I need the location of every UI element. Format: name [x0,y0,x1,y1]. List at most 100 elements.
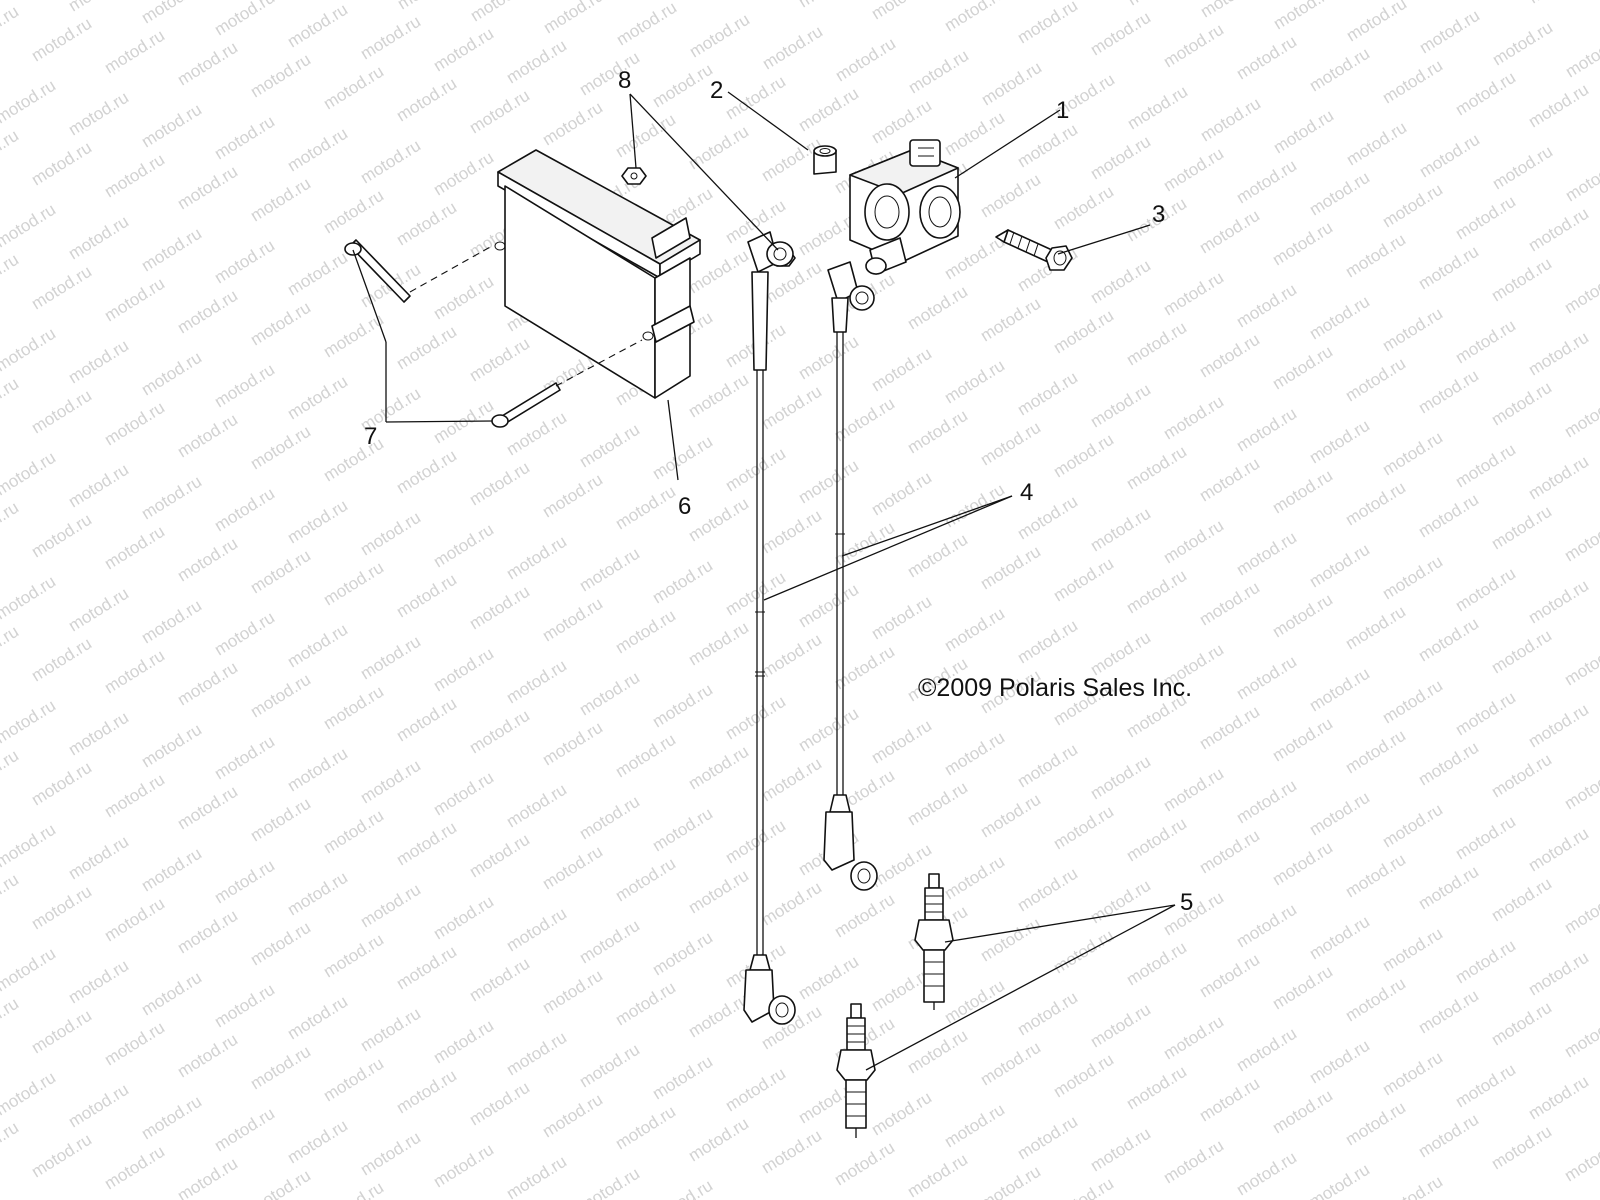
watermark-text: motod.ru [831,890,898,942]
watermark-text: motod.ru [1050,430,1117,482]
watermark-text: motod.ru [1525,204,1592,256]
watermark-text: motod.ru [977,914,1044,966]
watermark-text: motod.ru [1561,638,1600,690]
watermark-text: motod.ru [1488,998,1555,1050]
watermark-text: motod.ru [1123,566,1190,618]
watermark-text: motod.ru [1343,118,1410,170]
watermark-text: motod.ru [977,1038,1044,1090]
watermark-text: motod.ru [1379,924,1446,976]
spacer [813,145,837,175]
watermark-text: motod.ru [1050,554,1117,606]
watermark-text: motod.ru [503,1152,570,1200]
watermark-text: motod.ru [1415,366,1482,418]
watermark-text: motod.ru [540,0,607,37]
watermark-text: motod.ru [1197,0,1264,21]
watermark-text: motod.ru [430,272,497,324]
watermark-text: motod.ru [0,374,22,426]
watermark-text: motod.ru [503,1028,570,1080]
watermark-text: motod.ru [1196,950,1263,1002]
callout-8: 8 [618,67,631,94]
watermark-text: motod.ru [65,0,132,15]
watermark-text: motod.ru [247,1042,314,1094]
watermark-text: motod.ru [1306,416,1373,468]
watermark-text: motod.ru [1561,390,1600,442]
watermark-text: motod.ru [28,510,95,562]
copyright-notice: ©2009 Polaris Sales Inc. [918,674,1192,702]
watermark-text: motod.ru [247,670,314,722]
watermark-text: motod.ru [1343,0,1410,45]
watermark-text: motod.ru [467,0,534,25]
watermark-text: motod.ru [1087,8,1154,60]
watermark-text: motod.ru [1233,652,1300,704]
watermark-text: motod.ru [357,880,424,932]
watermark-text: motod.ru [211,980,278,1032]
watermark-text: motod.ru [1342,1098,1409,1150]
watermark-text: motod.ru [466,1078,533,1130]
watermark-text: motod.ru [649,432,716,484]
watermark-text: motod.ru [320,930,387,982]
watermark-text: motod.ru [65,336,132,388]
watermark-text: motod.ru [539,594,606,646]
watermark-text: motod.ru [1233,280,1300,332]
watermark-text: motod.ru [211,856,278,908]
watermark-text: motod.ru [1196,578,1263,630]
watermark-text: motod.ru [393,446,460,498]
watermark-text: motod.ru [1123,318,1190,370]
watermark-text: motod.ru [247,174,314,226]
watermark-text: motod.ru [211,608,278,660]
watermark-text: motod.ru [758,630,825,682]
callout-3: 3 [1152,201,1165,228]
watermark-text: motod.ru [0,498,22,550]
watermark-text: motod.ru [1087,876,1154,928]
watermark-text: motod.ru [1160,1012,1227,1064]
watermark-text: motod.ru [795,580,862,632]
watermark-text: motod.ru [0,2,22,54]
watermark-text: motod.ru [211,360,278,412]
watermark-text: motod.ru [247,422,314,474]
watermark-text: motod.ru [65,1080,132,1132]
watermark-text: motod.ru [685,1114,752,1166]
watermark-text: motod.ru [1379,180,1446,232]
watermark-text: motod.ru [320,186,387,238]
watermark-text: motod.ru [0,200,59,252]
watermark-text: motod.ru [174,1154,241,1200]
watermark-text: motod.ru [1415,1110,1482,1162]
watermark-text: motod.ru [977,418,1044,470]
watermark-text: motod.ru [101,274,168,326]
watermark-text: motod.ru [101,894,168,946]
ignition-coil [849,139,961,275]
watermark-text: motod.ru [941,480,1008,532]
watermark-text: motod.ru [138,472,205,524]
watermark-text: motod.ru [284,124,351,176]
watermark-text: motod.ru [28,138,95,190]
watermark-text: motod.ru [905,46,972,98]
watermark-text: motod.ru [612,1102,679,1154]
watermark-text: motod.ru [1123,938,1190,990]
watermark-text: motod.ru [904,778,971,830]
watermark-text: motod.ru [904,282,971,334]
watermark-text: motod.ru [1160,516,1227,568]
watermark-text: motod.ru [1415,986,1482,1038]
watermark-text: motod.ru [539,470,606,522]
watermark-text: motod.ru [1270,0,1337,33]
watermark-text: motod.ru [357,1004,424,1056]
watermark-text: motod.ru [503,36,570,88]
watermark-text: motod.ru [320,1054,387,1106]
watermark-text: motod.ru [539,98,606,150]
watermark-text: motod.ru [1488,626,1555,678]
watermark-text: motod.ru [1050,802,1117,854]
watermark-text: motod.ru [1233,156,1300,208]
watermark-text: motod.ru [65,832,132,884]
watermark-text: motod.ru [357,756,424,808]
watermark-text: motod.ru [1415,242,1482,294]
spark-plug-lower [836,1003,876,1138]
watermark-text: motod.ru [393,818,460,870]
watermark-text: motod.ru [758,754,825,806]
watermark-text: motod.ru [503,532,570,584]
watermark-text: motod.ru [1123,442,1190,494]
watermark-text: motod.ru [430,644,497,696]
watermark-text: motod.ru [357,12,424,64]
watermark-text: motod.ru [320,1178,387,1200]
watermark-text: motod.ru [1342,478,1409,530]
watermark-text: motod.ru [649,804,716,856]
